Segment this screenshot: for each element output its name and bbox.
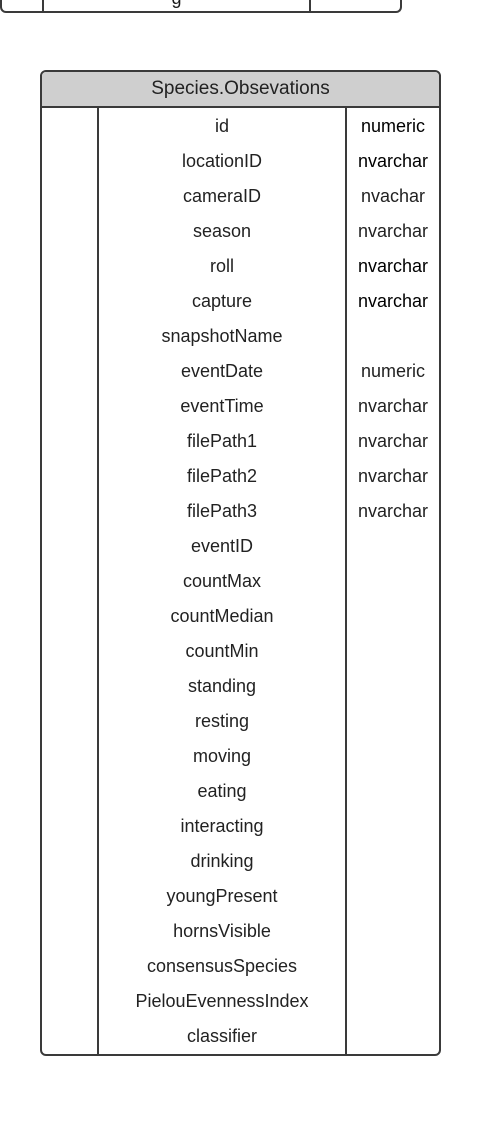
field-row[interactable]: filePath2 nvarchar — [42, 459, 439, 494]
field-name: filePath2 — [186, 466, 258, 486]
field-row[interactable]: eating — [42, 774, 439, 809]
field-name: capture — [191, 291, 253, 311]
table-body: id numeric locationID nvarchar cameraID nvach… — [42, 108, 439, 1054]
field-name: eventTime — [180, 396, 264, 416]
field-type: nvachar — [360, 186, 426, 206]
field-row[interactable]: moving — [42, 739, 439, 774]
field-name: eventDate — [180, 361, 264, 381]
field-row[interactable]: cameraID nvachar — [42, 179, 439, 214]
species-observations-table[interactable]: Species.Obsevations id numeric locationID n… — [40, 70, 441, 1056]
field-row[interactable]: eventDate numeric — [42, 354, 439, 389]
field-row[interactable]: capture nvarchar — [42, 284, 439, 319]
field-name: drinking — [190, 851, 254, 871]
field-row[interactable]: classifier — [42, 1019, 439, 1054]
field-row[interactable]: roll nvarchar — [42, 249, 439, 284]
field-name: PielouEvennessIndex — [135, 991, 309, 1011]
previous-table-fragment: g — [0, 0, 402, 13]
field-name: roll — [209, 256, 234, 276]
field-name: eventID — [190, 536, 254, 556]
field-name: classifier — [186, 1026, 257, 1046]
field-name: season — [192, 221, 252, 241]
field-name: countMax — [182, 571, 262, 591]
field-name: interacting — [180, 816, 264, 836]
field-type: nvarchar — [357, 221, 429, 241]
field-name: resting — [194, 711, 250, 731]
field-row[interactable]: resting — [42, 704, 439, 739]
field-row[interactable]: youngPresent — [42, 879, 439, 914]
field-row[interactable]: filePath1 nvarchar — [42, 424, 439, 459]
field-row[interactable]: consensusSpecies — [42, 949, 439, 984]
field-type: numeric — [360, 116, 426, 136]
field-name: eating — [197, 781, 247, 801]
field-name: moving — [192, 746, 252, 766]
key-column-divider — [97, 108, 99, 1054]
field-row[interactable]: countMedian — [42, 599, 439, 634]
field-row[interactable]: standing — [42, 669, 439, 704]
field-row[interactable]: hornsVisible — [42, 914, 439, 949]
field-type: nvarchar — [357, 466, 429, 486]
table-title: Species.Obsevations — [42, 72, 439, 108]
field-name: countMedian — [170, 606, 274, 626]
field-name: locationID — [181, 151, 263, 171]
truncated-field-name: g — [44, 0, 309, 8]
field-row[interactable]: drinking — [42, 844, 439, 879]
field-type: nvarchar — [357, 291, 429, 311]
field-type: nvarchar — [357, 256, 429, 276]
field-row[interactable]: snapshotName — [42, 319, 439, 354]
field-name: youngPresent — [166, 886, 278, 906]
field-name: cameraID — [182, 186, 262, 206]
key-column-divider — [42, 0, 44, 11]
field-row[interactable]: season nvarchar — [42, 214, 439, 249]
field-row[interactable]: eventID — [42, 529, 439, 564]
field-row[interactable]: countMax — [42, 564, 439, 599]
field-row[interactable]: interacting — [42, 809, 439, 844]
field-list: id numeric locationID nvarchar cameraID nvach… — [42, 109, 439, 1054]
field-type: nvarchar — [357, 151, 429, 171]
type-column-divider — [309, 0, 311, 11]
field-name: filePath3 — [186, 501, 258, 521]
field-row[interactable]: eventTime nvarchar — [42, 389, 439, 424]
field-name: snapshotName — [161, 326, 283, 346]
type-column-divider — [345, 108, 347, 1054]
field-row[interactable]: locationID nvarchar — [42, 144, 439, 179]
field-row[interactable]: countMin — [42, 634, 439, 669]
field-name: hornsVisible — [173, 921, 271, 941]
field-type: numeric — [360, 361, 426, 381]
field-name: consensusSpecies — [146, 956, 298, 976]
field-name: standing — [187, 676, 257, 696]
field-row[interactable]: filePath3 nvarchar — [42, 494, 439, 529]
field-row[interactable]: PielouEvennessIndex — [42, 984, 439, 1019]
field-name: filePath1 — [186, 431, 258, 451]
field-type: nvarchar — [357, 431, 429, 451]
field-row[interactable]: id numeric — [42, 109, 439, 144]
field-type: nvarchar — [357, 501, 429, 521]
field-name: countMin — [185, 641, 259, 661]
field-name: id — [214, 116, 229, 136]
field-type: nvarchar — [357, 396, 429, 416]
